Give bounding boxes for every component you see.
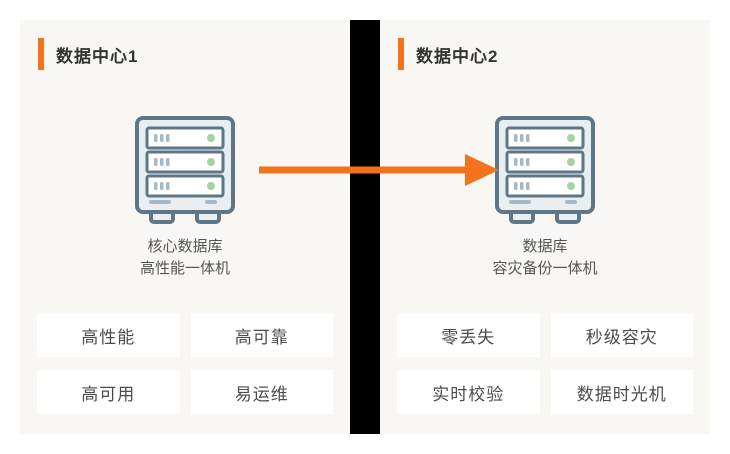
panel-1-tags: 高性能 高可靠 高可用 易运维: [37, 313, 333, 414]
caption-line-2: 容灾备份一体机: [492, 260, 598, 277]
feature-tag: 数据时光机: [550, 370, 693, 414]
panel-2-title: 数据中心2: [416, 46, 499, 66]
right-arrow-icon: [259, 154, 499, 186]
server-icon: [380, 116, 710, 228]
panel-datacenter-1: 数据中心1: [20, 20, 350, 434]
feature-tag: 秒级容灾: [550, 313, 693, 357]
caption-line-1: 数据库: [522, 238, 568, 255]
panel-2-caption: 数据库 容灾备份一体机: [380, 236, 710, 280]
caption-line-2: 高性能一体机: [139, 260, 230, 277]
feature-tag: 零丢失: [397, 313, 540, 357]
panel-2-tags: 零丢失 秒级容灾 实时校验 数据时光机: [397, 313, 693, 414]
accent-bar: [38, 38, 44, 70]
accent-bar: [398, 38, 404, 70]
server-icon: [20, 116, 350, 228]
feature-tag: 易运维: [190, 370, 333, 414]
feature-tag: 高可用: [37, 370, 180, 414]
feature-tag: 实时校验: [397, 370, 540, 414]
feature-tag: 高可靠: [190, 313, 333, 357]
panel-datacenter-2: 数据中心2: [380, 20, 710, 434]
panel-1-title: 数据中心1: [56, 46, 139, 66]
center-divider: [350, 20, 380, 434]
panel-2-header: 数据中心2: [398, 38, 498, 70]
panel-1-caption: 核心数据库 高性能一体机: [20, 236, 350, 280]
caption-line-1: 核心数据库: [147, 238, 223, 255]
feature-tag: 高性能: [37, 313, 180, 357]
panel-1-header: 数据中心1: [38, 38, 138, 70]
